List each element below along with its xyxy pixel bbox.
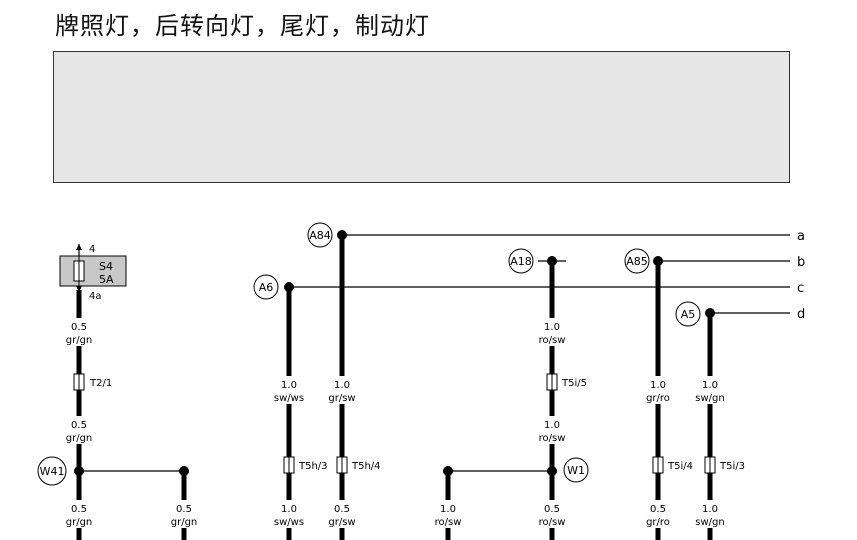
svg-text:T2/1: T2/1 (89, 378, 112, 389)
svg-text:1.0: 1.0 (281, 504, 297, 515)
node-a18: A18 (508, 248, 534, 274)
svg-text:A84: A84 (309, 229, 331, 242)
wire-label: 1.0 sw/gn (689, 500, 731, 528)
wire-label: 1.0 gr/sw (321, 376, 363, 404)
bus-label-c: c (797, 281, 804, 296)
svg-text:ro/sw: ro/sw (435, 517, 462, 528)
junction-dot (179, 466, 189, 476)
fuse-s4: 4 S4 5A 4a (59, 244, 127, 302)
svg-text:T5h/4: T5h/4 (351, 461, 381, 472)
wire-label: 1.0 gr/ro (637, 376, 679, 404)
svg-text:sw/gn: sw/gn (695, 393, 724, 404)
svg-text:sw/ws: sw/ws (274, 393, 304, 404)
svg-text:T5h/3: T5h/3 (298, 461, 328, 472)
junction-dot (284, 282, 294, 292)
wire-label: 0.5 gr/gn (58, 416, 100, 444)
svg-text:1.0: 1.0 (650, 380, 666, 391)
svg-text:0.5: 0.5 (334, 504, 350, 515)
svg-text:1.0: 1.0 (281, 380, 297, 391)
svg-text:1.0: 1.0 (544, 420, 560, 431)
svg-text:gr/gn: gr/gn (66, 335, 93, 346)
bus-label-a: a (797, 229, 805, 244)
svg-text:gr/gn: gr/gn (66, 433, 93, 444)
svg-text:gr/sw: gr/sw (328, 393, 355, 404)
connector-t5i-4: T5i/4 (652, 456, 693, 474)
wire-label: 1.0 sw/ws (268, 376, 310, 404)
fuse-pin-in: 4 (89, 244, 95, 255)
wire-label: 1.0 sw/ws (268, 500, 310, 528)
node-w41: W41 (37, 456, 67, 486)
fuse-rating: 5A (99, 273, 114, 286)
junction-dot (705, 308, 715, 318)
svg-text:W1: W1 (567, 464, 585, 477)
svg-text:T5i/3: T5i/3 (719, 461, 745, 472)
page-title: 牌照灯，后转向灯，尾灯，制动灯 (55, 12, 430, 40)
svg-text:gr/gn: gr/gn (66, 517, 93, 528)
wire-label: 0.5 gr/ro (637, 500, 679, 528)
wire-label: 0.5 gr/gn (58, 318, 100, 346)
node-a84: A84 (307, 222, 333, 248)
svg-text:0.5: 0.5 (650, 504, 666, 515)
fuse-id: S4 (99, 260, 113, 273)
connector-t5h-4: T5h/4 (336, 456, 381, 474)
svg-text:ro/sw: ro/sw (539, 433, 566, 444)
wire-label: 1.0 ro/sw (531, 416, 573, 444)
svg-text:gr/sw: gr/sw (328, 517, 355, 528)
svg-text:sw/ws: sw/ws (274, 517, 304, 528)
fuse-pin-out: 4a (89, 291, 102, 302)
svg-text:1.0: 1.0 (334, 380, 350, 391)
junction-dot (547, 466, 557, 476)
svg-text:gr/ro: gr/ro (646, 517, 670, 528)
connector-t5h-3: T5h/3 (283, 456, 328, 474)
wire-label: 1.0 sw/gn (689, 376, 731, 404)
svg-text:W41: W41 (40, 465, 65, 478)
bus-label-b: b (797, 255, 805, 270)
svg-text:1.0: 1.0 (702, 380, 718, 391)
svg-text:A85: A85 (626, 255, 648, 268)
svg-text:ro/sw: ro/sw (539, 517, 566, 528)
legend-box (53, 51, 790, 183)
svg-text:A18: A18 (510, 255, 532, 268)
svg-text:1.0: 1.0 (702, 504, 718, 515)
svg-text:T5i/4: T5i/4 (667, 461, 693, 472)
svg-text:gr/ro: gr/ro (646, 393, 670, 404)
junction-dot (547, 256, 557, 266)
wire-label: 0.5 gr/gn (163, 500, 205, 528)
wire-label: 0.5 gr/sw (321, 500, 363, 528)
svg-text:T5i/5: T5i/5 (561, 378, 587, 389)
svg-text:sw/gn: sw/gn (695, 517, 724, 528)
svg-text:0.5: 0.5 (71, 504, 87, 515)
junction-dot (74, 466, 84, 476)
svg-text:A5: A5 (681, 308, 696, 321)
svg-text:ro/sw: ro/sw (539, 335, 566, 346)
svg-text:0.5: 0.5 (544, 504, 560, 515)
connector-t2-1: T2/1 (73, 373, 112, 391)
svg-text:0.5: 0.5 (71, 322, 87, 333)
bus-label-d: d (797, 307, 805, 322)
connector-t5i-3: T5i/3 (704, 456, 745, 474)
wire-label: 0.5 ro/sw (531, 500, 573, 528)
junction-dot (443, 466, 453, 476)
svg-text:1.0: 1.0 (544, 322, 560, 333)
svg-text:0.5: 0.5 (176, 504, 192, 515)
svg-text:gr/gn: gr/gn (171, 517, 198, 528)
wire-label: 0.5 gr/gn (58, 500, 100, 528)
node-a85: A85 (624, 248, 650, 274)
svg-text:A6: A6 (259, 281, 274, 294)
svg-text:1.0: 1.0 (440, 504, 456, 515)
node-a6: A6 (253, 274, 279, 300)
svg-text:0.5: 0.5 (71, 420, 87, 431)
node-a5: A5 (675, 301, 701, 327)
connector-t5i-5: T5i/5 (546, 373, 587, 391)
junction-dot (653, 256, 663, 266)
junction-dot (337, 230, 347, 240)
node-w1: W1 (563, 457, 589, 483)
wire-label: 1.0 ro/sw (531, 318, 573, 346)
wire-label: 1.0 ro/sw (427, 500, 469, 528)
